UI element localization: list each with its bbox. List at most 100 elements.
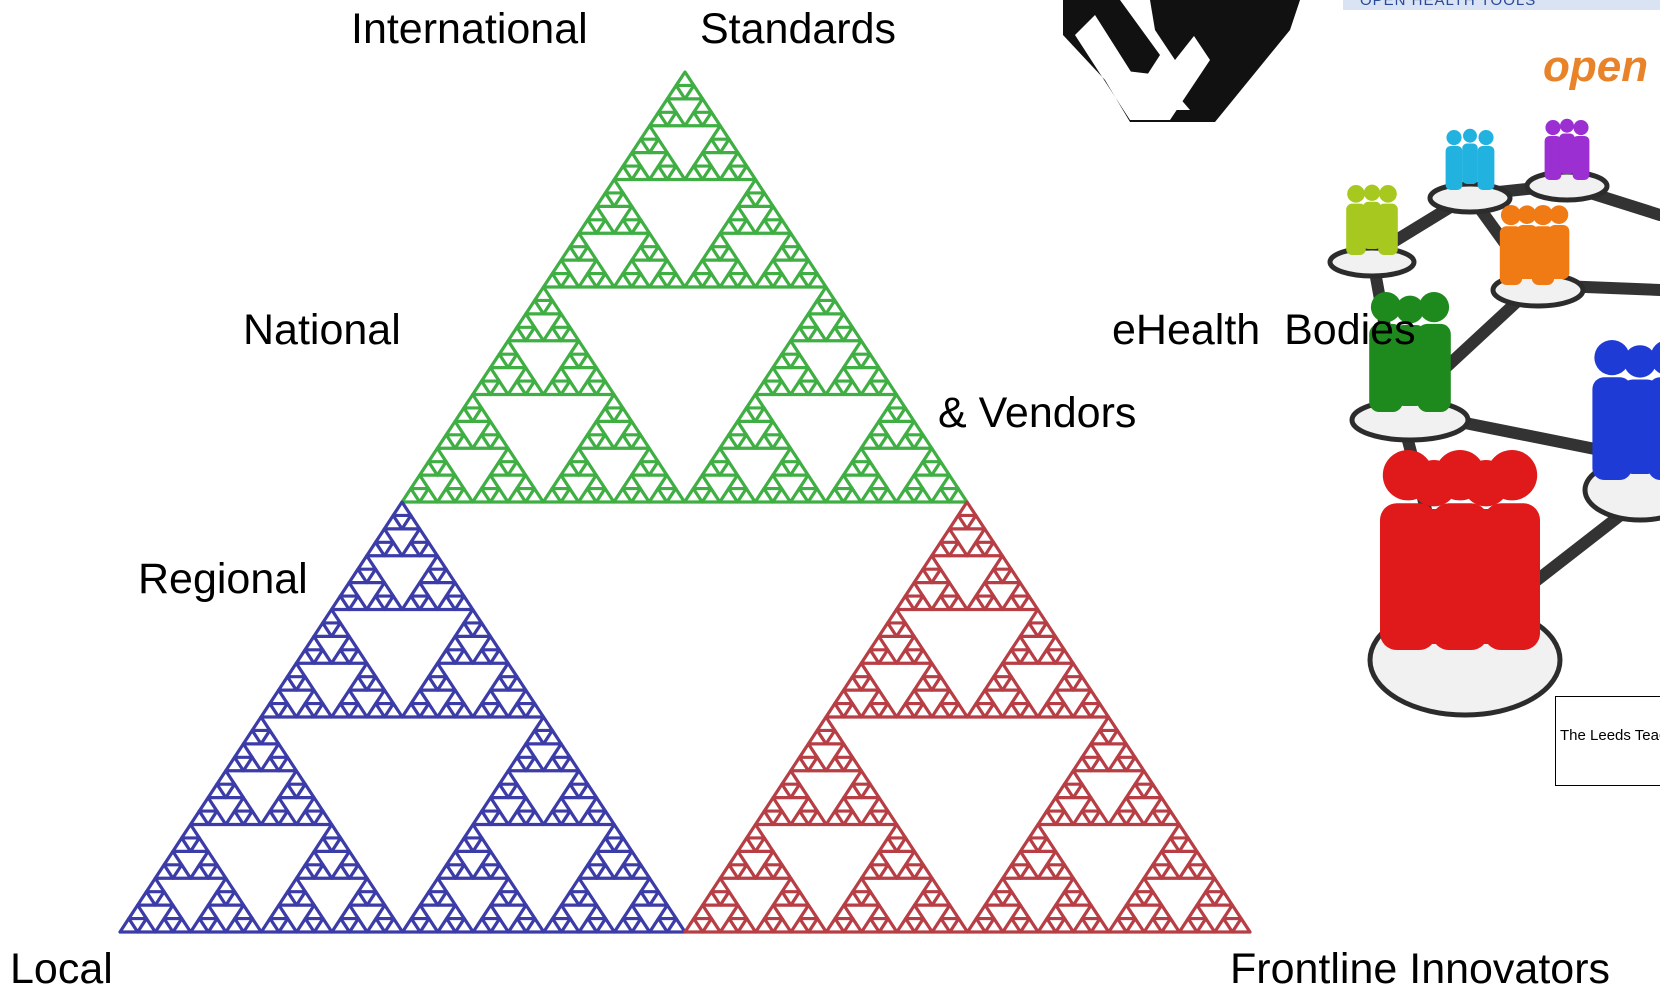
fractal-cell <box>985 704 1003 717</box>
fractal-cell <box>897 650 915 663</box>
fractal-cell <box>437 435 455 448</box>
fractal-cell <box>817 287 835 300</box>
fractal-cell <box>1162 811 1180 824</box>
fractal-cell <box>844 892 862 905</box>
fractal-cell <box>464 610 482 623</box>
fractal-cell <box>403 919 421 932</box>
fractal-cell <box>1020 865 1038 878</box>
fractal-cell <box>402 596 420 609</box>
fractal-cell <box>596 381 614 394</box>
person-head <box>1347 185 1365 203</box>
fractal-cell <box>597 838 615 851</box>
fractal-cell <box>897 838 915 851</box>
fractal-cell <box>1117 798 1135 811</box>
fractal-cell <box>544 811 562 824</box>
fractal-cell <box>384 515 402 528</box>
fractal-cell <box>314 704 332 717</box>
fractal-cell <box>791 892 809 905</box>
fractal-cell <box>438 919 456 932</box>
fractal-cell <box>950 919 968 932</box>
fractal-cell <box>120 919 138 932</box>
fractal-cell <box>808 489 826 502</box>
fractal-cell <box>747 180 765 193</box>
fractal-cell <box>782 771 800 784</box>
fractal-cell <box>826 730 844 743</box>
fractal-cell <box>773 381 791 394</box>
fractal-cell <box>508 354 526 367</box>
fractal-cell <box>879 919 897 932</box>
fractal-cell <box>703 139 721 152</box>
person-head <box>1379 185 1397 203</box>
fractal-cell <box>455 919 473 932</box>
fractal-cell <box>809 919 827 932</box>
fractal-cell <box>791 274 809 287</box>
fractal-cell <box>914 596 932 609</box>
fractal-cell <box>1065 878 1083 891</box>
fractal-cell <box>985 569 1003 582</box>
sierpinski-top-triangle <box>402 72 967 502</box>
fractal-cell <box>517 798 535 811</box>
fractal-cell <box>367 542 385 555</box>
fractal-cell <box>579 274 597 287</box>
fractal-cell <box>1047 905 1065 918</box>
fractal-cell <box>782 448 800 461</box>
fractal-cell <box>296 677 314 690</box>
fractal-cell <box>570 233 588 246</box>
fractal-cell <box>729 905 747 918</box>
fractal-cell <box>826 300 844 313</box>
fractal-cell <box>1012 905 1030 918</box>
fractal-cell <box>632 166 650 179</box>
fractal-cell <box>773 811 791 824</box>
fractal-cell <box>879 650 897 663</box>
fractal-cell <box>790 462 808 475</box>
fractal-cell <box>543 327 561 340</box>
fractal-cell <box>446 583 464 596</box>
fractal-cell <box>597 811 615 824</box>
fractal-cell <box>711 878 729 891</box>
fractal-cell <box>288 771 306 784</box>
person-body <box>1484 503 1540 650</box>
fractal-cell <box>588 798 606 811</box>
fractal-cell <box>473 704 491 717</box>
fractal-cell <box>517 690 535 703</box>
fractal-cell <box>808 274 826 287</box>
fractal-cell <box>764 905 782 918</box>
fractal-cell <box>473 919 491 932</box>
fractal-cell <box>703 892 721 905</box>
fractal-cell <box>667 85 685 98</box>
fractal-cell <box>729 260 747 273</box>
fractal-cell <box>164 905 182 918</box>
fractal-cell <box>552 314 570 327</box>
fractal-cell <box>1082 798 1100 811</box>
fractal-cell <box>896 408 914 421</box>
fractal-cell <box>1153 905 1171 918</box>
fractal-cell <box>808 811 826 824</box>
fractal-cell <box>1100 717 1118 730</box>
fractal-cell <box>261 811 279 824</box>
fractal-cell <box>235 905 253 918</box>
fractal-cell <box>738 435 756 448</box>
fractal-cell <box>623 851 641 864</box>
fractal-cell <box>1056 865 1074 878</box>
fractal-cell <box>1179 919 1197 932</box>
fractal-cell <box>738 919 756 932</box>
fractal-cell <box>332 650 350 663</box>
fractal-cell <box>367 569 385 582</box>
leeds-caption: The Leeds Teac <box>1560 727 1660 744</box>
fractal-cell <box>1029 610 1047 623</box>
fractal-cell <box>746 395 764 408</box>
fractal-cell <box>561 489 579 502</box>
fractal-cell <box>1012 851 1030 864</box>
fractal-cell <box>1020 704 1038 717</box>
fractal-cell <box>526 730 544 743</box>
fractal-cell <box>261 704 279 717</box>
fractal-cell <box>314 919 332 932</box>
fractal-cell <box>508 327 526 340</box>
fractal-cell <box>455 435 473 448</box>
fractal-cell <box>1197 892 1215 905</box>
fractal-cell <box>420 892 438 905</box>
fractal-cell <box>632 435 650 448</box>
fractal-cell <box>738 220 756 233</box>
people-group <box>1346 185 1398 255</box>
fractal-cell <box>437 596 455 609</box>
